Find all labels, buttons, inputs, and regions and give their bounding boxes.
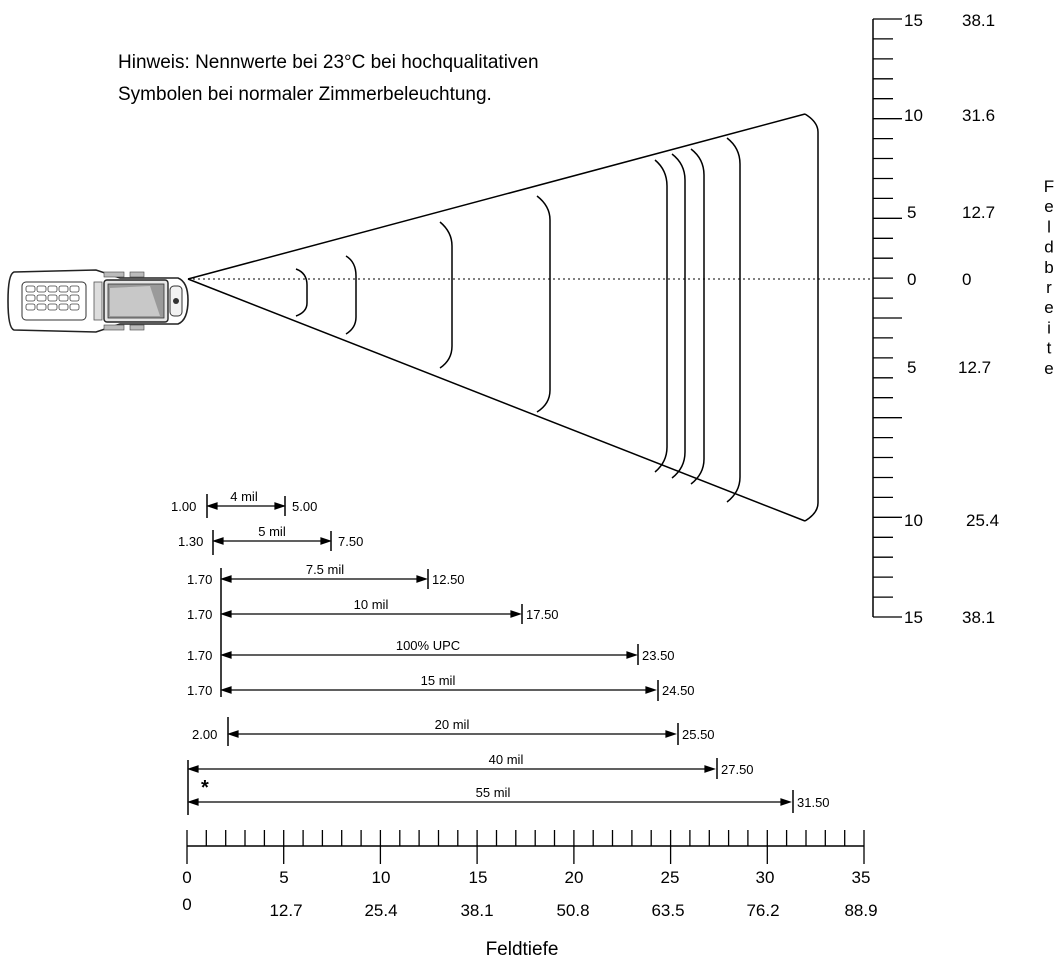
depth-tick-cm: 25.4 — [364, 901, 397, 920]
width-tick-inch: 15 — [904, 11, 923, 30]
range-far: 23.50 — [642, 648, 675, 663]
width-axis-title-letter: l — [1047, 217, 1051, 236]
range-bar-40-mil — [187, 758, 718, 779]
width-tick-cm: 38.1 — [962, 11, 995, 30]
range-far: 5.00 — [292, 499, 317, 514]
range-bar-5-mil — [212, 531, 332, 551]
scan-cone — [187, 113, 819, 522]
width-axis-title-letter: t — [1047, 339, 1052, 358]
range-near: 1.70 — [187, 648, 212, 663]
depth-tick-inch: 0 — [182, 868, 191, 887]
width-tick-inch: 5 — [907, 358, 916, 377]
width-tick-inch: 10 — [904, 511, 923, 530]
footnote-asterisk: * — [201, 777, 209, 799]
range-reference-lines — [187, 494, 229, 815]
depth-tick-inch: 20 — [565, 868, 584, 887]
range-label: 4 mil — [230, 489, 258, 504]
range-label: 100% UPC — [396, 638, 460, 653]
range-near: 1.70 — [187, 683, 212, 698]
width-tick-cm: 12.7 — [962, 203, 995, 222]
depth-axis-title: Feldtiefe — [486, 939, 559, 960]
depth-tick-inch: 5 — [279, 868, 288, 887]
depth-tick-cm: 76.2 — [746, 901, 779, 920]
width-tick-inch: 15 — [904, 608, 923, 627]
width-tick-cm: 31.6 — [962, 106, 995, 125]
width-tick-inch: 10 — [904, 106, 923, 125]
depth-tick-inch: 10 — [372, 868, 391, 887]
range-near: 1.70 — [187, 607, 212, 622]
width-axis-title-letter: e — [1044, 197, 1053, 216]
range-bar-55-mil — [187, 790, 794, 813]
handheld-scanner-icon — [7, 269, 189, 333]
range-bar-100-upc — [220, 644, 639, 665]
depth-tick-inch: 35 — [852, 868, 871, 887]
width-axis-title-letter: e — [1044, 298, 1053, 317]
range-bar-20-mil — [227, 723, 679, 745]
range-far: 7.50 — [338, 534, 363, 549]
range-label: 5 mil — [258, 524, 286, 539]
width-axis-title-letter: d — [1044, 238, 1053, 257]
range-near: 1.00 — [171, 499, 196, 514]
width-tick-inch: 5 — [907, 203, 916, 222]
range-far: 31.50 — [797, 795, 830, 810]
width-axis-title-letter: b — [1044, 258, 1053, 277]
range-near: 1.70 — [187, 572, 212, 587]
range-bar-4-mil — [206, 496, 286, 516]
range-label: 15 mil — [421, 673, 456, 688]
width-tick-cm: 12.7 — [958, 358, 991, 377]
depth-tick-cm: 50.8 — [556, 901, 589, 920]
range-label: 10 mil — [354, 597, 389, 612]
range-bar-10-mil — [220, 604, 523, 624]
depth-tick-cm: 0 — [182, 895, 191, 914]
width-axis-title-letter: r — [1046, 278, 1052, 297]
range-far: 12.50 — [432, 572, 465, 587]
range-label: 7.5 mil — [306, 562, 344, 577]
width-axis-title-letter: F — [1044, 177, 1054, 196]
depth-tick-cm: 12.7 — [269, 901, 302, 920]
width-ruler-ticks — [873, 18, 902, 618]
range-far: 17.50 — [526, 607, 559, 622]
range-bar-7-5-mil — [220, 569, 429, 589]
range-far: 25.50 — [682, 727, 715, 742]
width-tick-cm: 0 — [962, 270, 971, 289]
note-line-1: Hinweis: Nennwerte bei 23°C bei hochqual… — [118, 52, 539, 73]
range-far: 24.50 — [662, 683, 695, 698]
width-axis-title-letter: e — [1044, 359, 1053, 378]
depth-tick-inch: 25 — [661, 868, 680, 887]
range-far: 27.50 — [721, 762, 754, 777]
width-tick-inch: 0 — [907, 270, 916, 289]
depth-tick-inch: 30 — [756, 868, 775, 887]
width-tick-cm: 38.1 — [962, 608, 995, 627]
range-label: 40 mil — [489, 752, 524, 767]
depth-tick-cm: 38.1 — [460, 901, 493, 920]
note-line-2: Symbolen bei normaler Zimmerbeleuchtung. — [118, 84, 492, 105]
width-axis-title-letter: i — [1047, 318, 1051, 337]
depth-tick-cm: 63.5 — [651, 901, 684, 920]
range-bar-15-mil — [220, 680, 659, 701]
range-bars — [187, 496, 794, 813]
depth-tick-cm: 88.9 — [844, 901, 877, 920]
depth-ruler-ticks — [186, 830, 865, 864]
width-tick-cm: 25.4 — [966, 511, 999, 530]
depth-tick-inch: 15 — [469, 868, 488, 887]
range-label: 20 mil — [435, 717, 470, 732]
range-near: 1.30 — [178, 534, 203, 549]
range-near: 2.00 — [192, 727, 217, 742]
range-label: 55 mil — [476, 785, 511, 800]
